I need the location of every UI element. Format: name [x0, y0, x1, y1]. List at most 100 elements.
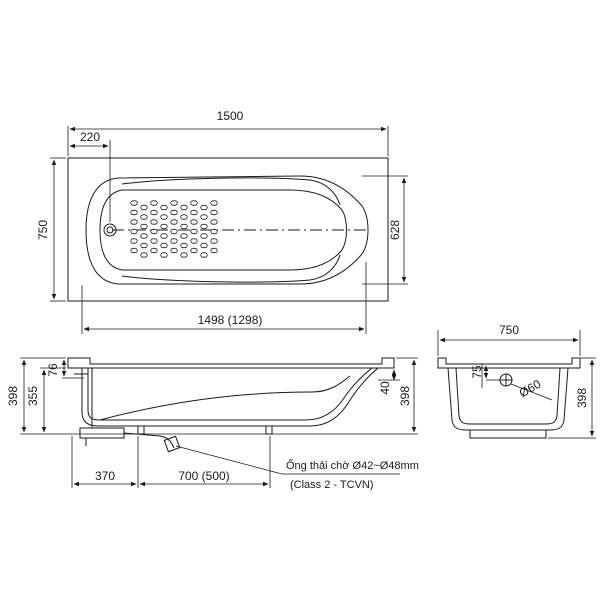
anti-slip-dot	[180, 223, 188, 230]
anti-slip-dot	[160, 242, 168, 249]
anti-slip-dot	[170, 238, 178, 244]
anti-slip-dot	[200, 214, 208, 220]
anti-slip-dot	[170, 247, 178, 254]
side-view-foot-left	[137, 425, 145, 435]
pipe-note-line2: (Class 2 - TCVN)	[290, 479, 374, 491]
label-rim-76: 76	[46, 363, 60, 377]
anti-slip-dot	[190, 247, 198, 254]
end-view-dimensions	[437, 330, 596, 439]
label-rim-40: 40	[378, 381, 392, 395]
anti-slip-dot	[170, 219, 178, 225]
anti-slip-dot	[180, 214, 188, 220]
top-view-outer-rim	[67, 157, 389, 302]
anti-slip-dot	[180, 252, 188, 258]
pipe-note-line1: Ống thải chờ Ø42~Ø48mm	[286, 458, 419, 472]
label-right-height: 398	[398, 386, 412, 406]
drain-outlet-icon	[103, 223, 117, 237]
end-view	[437, 357, 581, 439]
side-view-rim	[67, 357, 395, 369]
anti-slip-dot	[200, 233, 208, 239]
pipe-note-leader	[175, 445, 283, 475]
anti-slip-dot	[210, 228, 218, 235]
label-hole-diameter: Ø60	[517, 377, 544, 401]
anti-slip-dot	[210, 219, 218, 225]
end-view-inner	[455, 367, 561, 425]
anti-slip-dot	[200, 252, 208, 258]
anti-slip-dot	[150, 247, 158, 254]
anti-slip-dot	[190, 209, 198, 216]
anti-slip-dot	[150, 219, 158, 225]
anti-slip-dot	[150, 200, 158, 206]
anti-slip-dot	[200, 204, 208, 211]
anti-slip-dot	[130, 219, 138, 225]
side-view-backrest-slope	[99, 375, 351, 421]
end-view-base	[469, 429, 547, 439]
label-total-height: 398	[6, 386, 20, 406]
side-view-dimensions	[20, 357, 418, 488]
anti-slip-dot	[140, 204, 148, 211]
side-view-tub-inner	[87, 367, 373, 421]
anti-slip-dot	[190, 228, 198, 235]
anti-slip-dot	[210, 209, 218, 216]
label-height-355: 355	[26, 386, 40, 406]
anti-slip-dot	[150, 238, 158, 244]
anti-slip-dot	[160, 233, 168, 239]
label-overall-width: 750	[36, 220, 50, 240]
waste-pipe-end-icon	[163, 435, 181, 453]
label-end-height: 398	[575, 388, 589, 408]
drain-outlet-inner-icon	[106, 226, 114, 234]
side-view-tub-body	[81, 367, 379, 427]
label-overall-length: 1500	[217, 109, 244, 123]
label-end-width: 750	[499, 323, 519, 337]
anti-slip-dot	[170, 209, 178, 216]
top-view-armrest-top	[121, 177, 341, 206]
anti-slip-dot	[210, 247, 218, 254]
anti-slip-dot	[130, 228, 138, 235]
anti-slip-dot	[200, 242, 208, 249]
anti-slip-dot	[190, 200, 198, 206]
anti-slip-dot	[200, 223, 208, 230]
hole-leader	[510, 383, 553, 401]
anti-slip-dot	[190, 219, 198, 225]
top-view	[67, 157, 389, 302]
label-offset-75: 75	[470, 365, 484, 379]
anti-slip-dot	[140, 223, 148, 230]
anti-slip-dot	[180, 204, 188, 211]
anti-slip-dot	[130, 209, 138, 216]
label-drain-offset: 220	[80, 130, 100, 144]
anti-slip-dot	[140, 252, 148, 258]
side-view-foot-right	[265, 425, 273, 435]
label-drain-length: 700 (500)	[178, 469, 229, 483]
top-view-dimensions	[50, 126, 408, 334]
anti-slip-dot	[190, 238, 198, 244]
anti-slip-dot	[180, 242, 188, 249]
anti-slip-dot	[180, 233, 188, 239]
side-view	[67, 357, 395, 453]
anti-slip-dot	[160, 204, 168, 211]
anti-slip-dot	[130, 238, 138, 244]
anti-slip-dot	[140, 242, 148, 249]
anti-slip-dot	[140, 214, 148, 220]
end-view-rim	[437, 357, 581, 369]
anti-slip-dot	[170, 200, 178, 206]
anti-slip-dot	[160, 223, 168, 230]
anti-slip-dot	[210, 238, 218, 244]
anti-slip-dot	[150, 228, 158, 235]
anti-slip-dot-pattern	[130, 200, 218, 258]
top-view-basin-floor	[99, 189, 347, 271]
anti-slip-dot	[130, 200, 138, 206]
anti-slip-dot	[210, 200, 218, 206]
anti-slip-dot	[150, 209, 158, 216]
label-inner-width: 628	[388, 220, 402, 240]
label-inner-length: 1498 (1298)	[198, 313, 263, 327]
anti-slip-dot	[140, 233, 148, 239]
anti-slip-dot	[130, 247, 138, 254]
anti-slip-dot	[170, 228, 178, 235]
anti-slip-dot	[160, 252, 168, 258]
label-drain-to-end: 370	[95, 469, 115, 483]
waste-trap-icon	[79, 427, 125, 439]
top-view-inner-basin	[85, 175, 369, 285]
top-view-armrest-bottom	[121, 254, 341, 283]
anti-slip-dot	[160, 214, 168, 220]
